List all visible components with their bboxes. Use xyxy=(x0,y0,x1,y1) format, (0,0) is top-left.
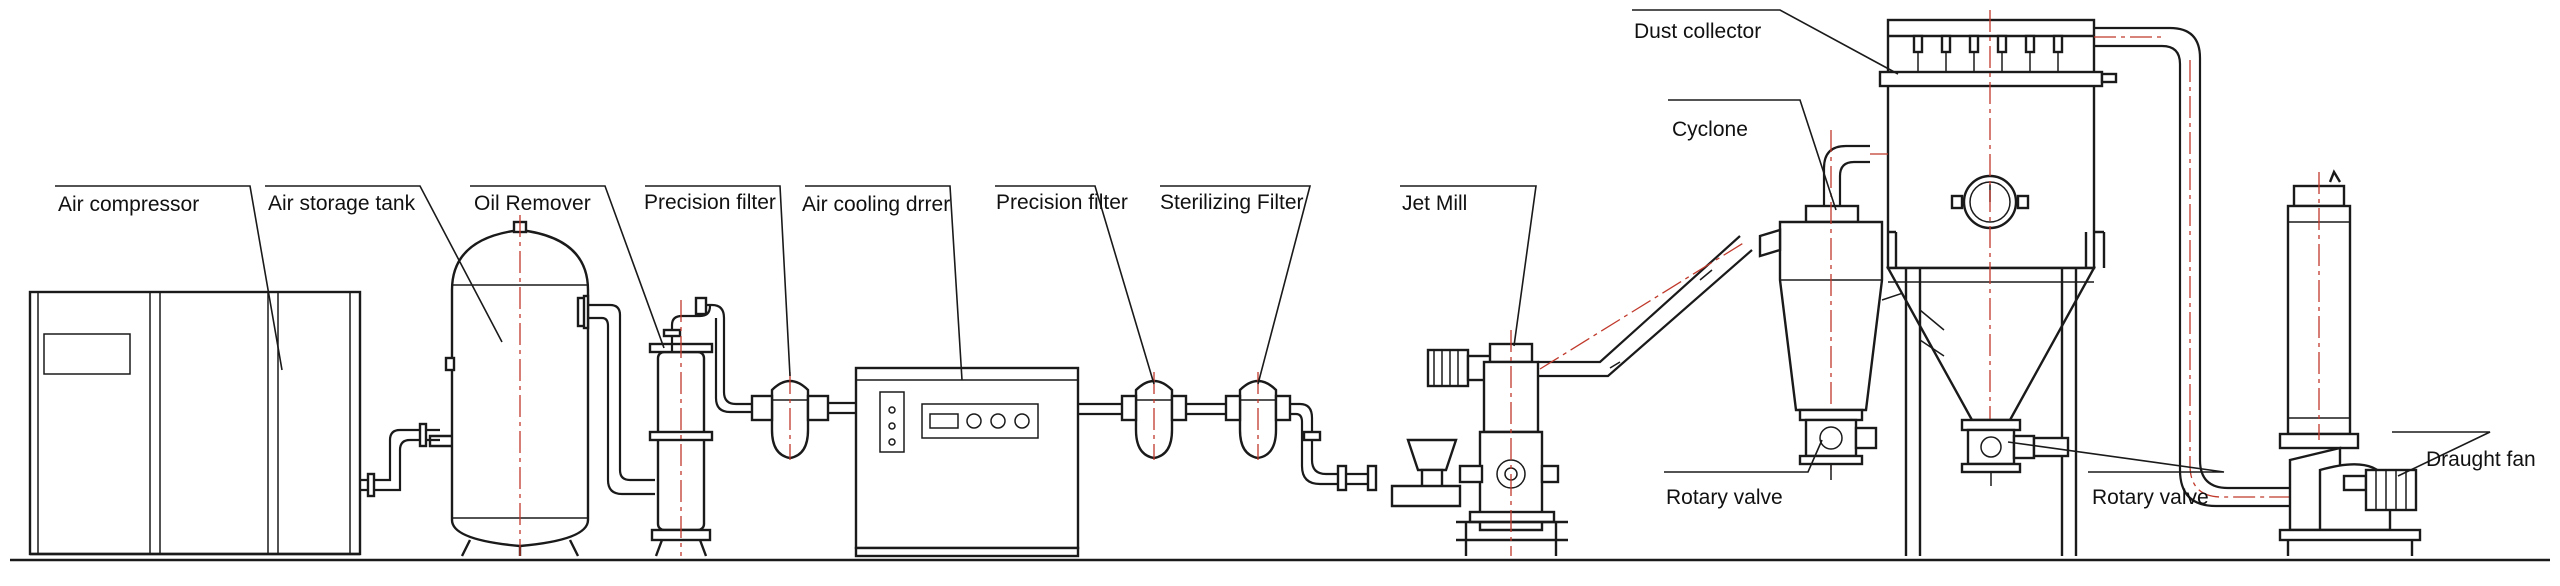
rotary-valve-1-body xyxy=(1798,408,1878,480)
label-jet-mill: Jet Mill xyxy=(1402,192,1467,215)
pipe-tank-oil-remover xyxy=(576,294,655,496)
cyclone xyxy=(1758,130,1915,480)
precision-filter-2 xyxy=(1120,372,1230,460)
oil-remover xyxy=(648,300,714,557)
pipe-oil-remover-filter1 xyxy=(694,296,770,414)
labels: Air compressor Air storage tank Oil Remo… xyxy=(58,20,2536,509)
draught-fan xyxy=(2278,169,2422,556)
dust-collector xyxy=(1870,10,2118,556)
label-air-compressor: Air compressor xyxy=(58,193,199,216)
rotary-valve-2-body xyxy=(1960,418,2070,486)
label-rotary-valve-1: Rotary valve xyxy=(1666,486,1783,509)
precision-filter-1 xyxy=(750,372,830,460)
label-dust-collector: Dust collector xyxy=(1634,20,1761,43)
label-draught-fan: Draught fan xyxy=(2426,448,2536,471)
air-cooling-drier xyxy=(854,366,1140,558)
pipe-compressor-tank xyxy=(360,422,479,498)
leader-lines xyxy=(55,9,2491,477)
pipe-filter1-drier xyxy=(828,401,855,415)
filter-bags xyxy=(1878,34,2118,88)
label-air-storage-tank: Air storage tank xyxy=(268,192,416,215)
label-rotary-valve-2: Rotary valve xyxy=(2092,486,2209,509)
label-cyclone: Cyclone xyxy=(1672,118,1748,141)
label-sterilizing-filter: Sterilizing Filter xyxy=(1160,191,1304,214)
exhaust-duct xyxy=(2094,26,2290,508)
label-air-cooling-drier: Air cooling drrer xyxy=(802,193,950,216)
sterilizing-filter xyxy=(1224,372,1378,492)
air-storage-tank xyxy=(444,215,590,557)
label-precision-filter-2: Precision filter xyxy=(996,191,1128,214)
jet-mill xyxy=(1390,235,1753,556)
label-oil-remover: Oil Remover xyxy=(474,192,591,215)
air-compressor xyxy=(28,290,362,556)
label-precision-filter-1: Precision filter xyxy=(644,191,776,214)
